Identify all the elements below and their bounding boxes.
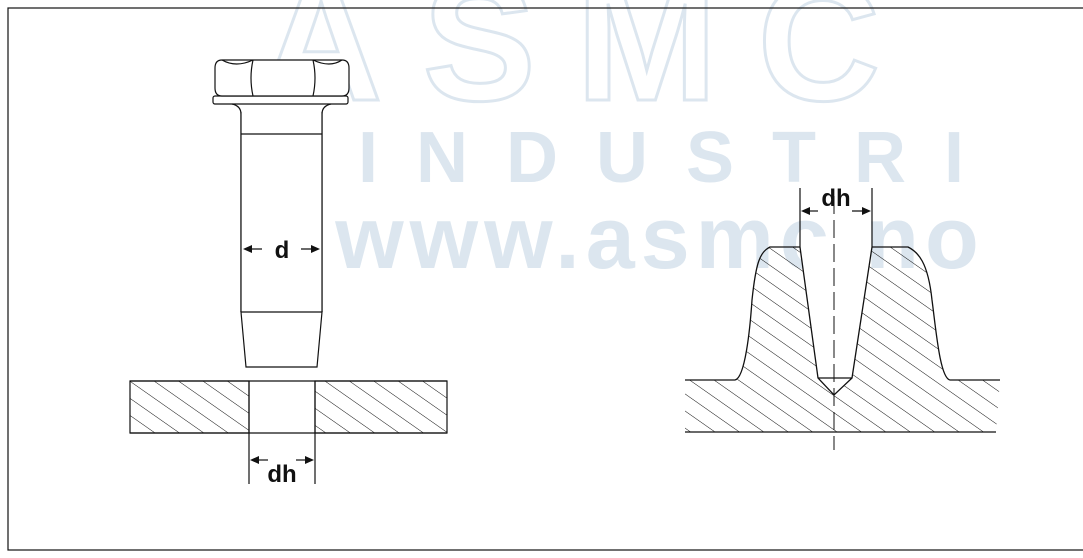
bolt-flange [212, 95, 349, 105]
bolt [212, 59, 350, 368]
plate-hole-label: dh [267, 461, 296, 488]
watermark-logo: ASMC [260, 0, 921, 137]
drawing-frame [7, 7, 1083, 551]
bolt-tip [240, 311, 323, 368]
watermark: ASMC INDUSTRI www.asmc.no [258, 0, 1002, 287]
bolt-head [214, 59, 350, 97]
plate [129, 380, 448, 434]
plate-hole-dimension [248, 433, 316, 484]
boss-hole-label: dh [821, 185, 850, 212]
watermark-company: INDUSTRI [358, 118, 1002, 198]
boss-hole-dimension [799, 188, 873, 247]
bolt-diameter-label: d [275, 237, 290, 264]
bolt-diameter-dimension [243, 245, 320, 253]
bolt-shank [241, 112, 322, 312]
